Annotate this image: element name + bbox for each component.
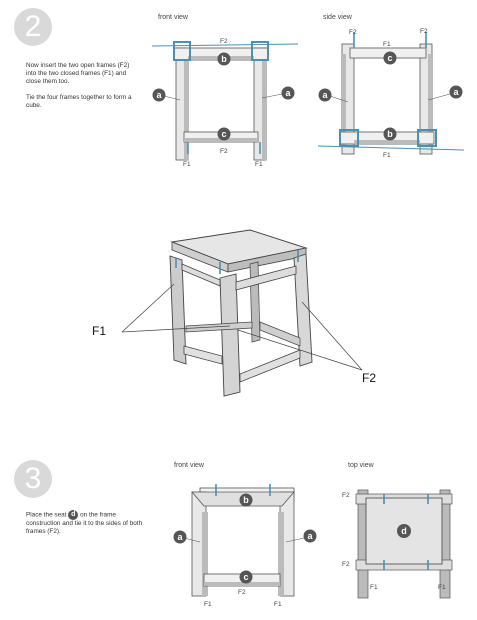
badge-a-right-text: a bbox=[453, 87, 459, 97]
rail-top-side bbox=[235, 265, 297, 291]
badge-c bbox=[239, 570, 253, 584]
step-3-top-view-title: top view bbox=[348, 462, 374, 469]
pointer-a-right bbox=[427, 93, 451, 101]
seat-badge-inline: d bbox=[68, 510, 79, 520]
step-2-instructions: Now insert the two open frames (F2) into… bbox=[26, 62, 138, 117]
badge-a-left bbox=[173, 530, 187, 544]
badge-a-left-text: a bbox=[156, 90, 162, 100]
badge-a-right bbox=[449, 85, 463, 99]
step-2-instruction-2: Tie the four frames together to form a c… bbox=[26, 93, 132, 109]
bottom-rail-shade bbox=[204, 582, 280, 586]
label-f2-right: F2 bbox=[420, 28, 428, 35]
label-f2: F2 bbox=[362, 371, 376, 385]
bottom-rail-shade bbox=[354, 140, 420, 144]
step-2-front-view-diagram: F2 F2 F1 F1 b c a a bbox=[151, 38, 299, 168]
label-f2-left: F2 bbox=[349, 29, 357, 36]
label-f2-top: F2 bbox=[220, 38, 228, 45]
step-2-side-view-diagram: F2 F2 F1 F1 c b a a bbox=[317, 28, 465, 159]
badge-a-right bbox=[303, 529, 317, 543]
step-3-front-view-diagram: F1 F2 F1 b c a a bbox=[173, 484, 317, 608]
badge-a-left bbox=[318, 88, 332, 102]
leader-f2-a bbox=[301, 301, 363, 371]
badge-b bbox=[217, 52, 231, 66]
pointer-a-left bbox=[183, 537, 201, 543]
badge-a-left-text: a bbox=[322, 90, 328, 100]
badge-b-text: b bbox=[243, 495, 249, 505]
badge-d bbox=[397, 524, 411, 538]
rail-bottom-side bbox=[239, 349, 301, 383]
left-post-shade bbox=[342, 54, 346, 146]
leader-f2-b bbox=[237, 329, 363, 371]
tie-top-left bbox=[173, 41, 191, 61]
badge-d-text: d bbox=[401, 526, 407, 536]
left-post-shade bbox=[202, 512, 208, 596]
label-f1-top: F1 bbox=[383, 41, 391, 48]
label-f2-bottom: F2 bbox=[238, 589, 246, 596]
label-f1-right: F1 bbox=[255, 161, 263, 168]
right-post-shade bbox=[262, 60, 266, 160]
step-3-front-view-title: front view bbox=[174, 462, 204, 469]
label-f1-left: F1 bbox=[204, 601, 212, 608]
label-f1: F1 bbox=[92, 324, 106, 338]
badge-a-right-text: a bbox=[307, 531, 313, 541]
tie-top-right bbox=[251, 41, 269, 61]
rail-bottom-front bbox=[183, 345, 223, 365]
badge-b-text: b bbox=[221, 54, 227, 64]
label-f1-bottom: F1 bbox=[383, 152, 391, 159]
badge-a-right bbox=[281, 86, 295, 100]
post-front-left bbox=[169, 255, 187, 365]
badge-b-text: b bbox=[387, 129, 393, 139]
badge-b bbox=[383, 127, 397, 141]
leader-f1-a bbox=[121, 283, 175, 333]
badge-a-left-text: a bbox=[177, 532, 183, 542]
label-f2-top: F2 bbox=[342, 492, 350, 499]
step-2-perspective-diagram: F1 F2 bbox=[92, 229, 376, 397]
right-post-shade bbox=[278, 512, 284, 596]
step-3-instructions: Place the seat d on the frame constructi… bbox=[26, 510, 144, 536]
step-2-front-view-title: front view bbox=[158, 14, 188, 21]
badge-b bbox=[239, 493, 253, 507]
label-f1-right: F1 bbox=[438, 584, 446, 591]
badge-c bbox=[217, 127, 231, 141]
label-f2-bottom: F2 bbox=[220, 148, 228, 155]
step-3-top-view-diagram: F2 F2 F1 F1 d bbox=[342, 489, 453, 599]
step-3-number: 3 bbox=[14, 460, 52, 498]
badge-c-text: c bbox=[221, 129, 226, 139]
label-f1-right: F1 bbox=[274, 601, 282, 608]
label-f1-left: F1 bbox=[370, 584, 378, 591]
bottom-rail-shade bbox=[184, 138, 258, 142]
label-f2-bottom: F2 bbox=[342, 561, 350, 568]
pointer-a-left bbox=[329, 95, 349, 103]
ground-line bbox=[151, 43, 299, 47]
step-3-instruction-suffix: on the frame construction and tie it to … bbox=[26, 511, 143, 536]
step-2-number: 2 bbox=[14, 8, 52, 46]
tie-bottom-left bbox=[339, 129, 359, 147]
tie-bottom-right bbox=[417, 129, 437, 147]
badge-c-text: c bbox=[387, 53, 392, 63]
left-post-shade bbox=[184, 60, 188, 160]
label-f1-left: F1 bbox=[183, 161, 191, 168]
post-back bbox=[249, 261, 261, 343]
rail-back bbox=[185, 321, 253, 333]
step-2-instruction-1: Now insert the two open frames (F2) into… bbox=[26, 62, 130, 86]
step-2-side-view-title: side view bbox=[323, 14, 352, 21]
badge-c-text: c bbox=[243, 572, 248, 582]
right-post-shade bbox=[428, 54, 432, 146]
step-3-instruction-prefix: Place the seat bbox=[26, 511, 67, 519]
pointer-a-left bbox=[163, 95, 181, 101]
rail-inner bbox=[259, 321, 301, 347]
badge-a-right-text: a bbox=[285, 88, 291, 98]
badge-c bbox=[383, 51, 397, 65]
pointer-a-right bbox=[261, 93, 283, 99]
leader-f1-b bbox=[121, 325, 231, 333]
rail-top-front bbox=[181, 263, 221, 287]
pointer-a-right bbox=[285, 537, 305, 543]
post-front-middle bbox=[219, 273, 241, 397]
badge-a-left bbox=[152, 88, 166, 102]
